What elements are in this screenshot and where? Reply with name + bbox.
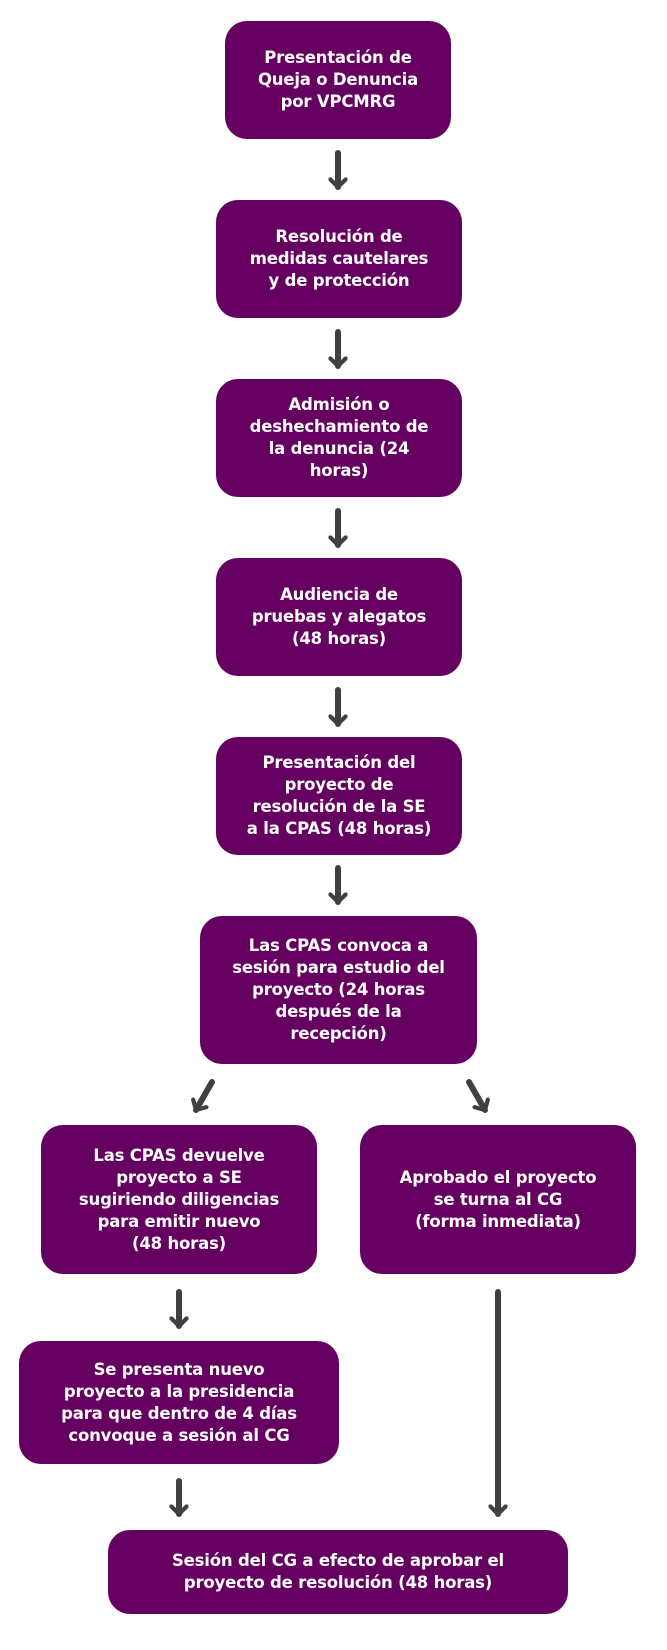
arrow-6-8	[466, 1079, 485, 1113]
step-audiencia: Audiencia de pruebas y alegatos (48 hora…	[216, 558, 462, 676]
step-cpas-convoca: Las CPAS convoca a sesión para estudio d…	[200, 916, 477, 1064]
step-presentacion-queja: Presentación de Queja o Denuncia por VPC…	[225, 21, 451, 139]
step-nuevo-proyecto: Se presenta nuevo proyecto a la presiden…	[19, 1341, 339, 1464]
step-aprobado: Aprobado el proyecto se turna al CG (for…	[360, 1125, 636, 1274]
step-medidas-cautelares: Resolución de medidas cautelares y de pr…	[216, 200, 462, 318]
step-presentacion-proyecto: Presentación del proyecto de resolución …	[216, 737, 462, 855]
step-cpas-devuelve: Las CPAS devuelve proyecto a SE sugirien…	[41, 1125, 317, 1274]
step-admision: Admisión o deshechamiento de la denuncia…	[216, 379, 462, 497]
arrow-6-7	[196, 1079, 215, 1113]
step-sesion-cg: Sesión del CG a efecto de aprobar el pro…	[108, 1530, 568, 1614]
